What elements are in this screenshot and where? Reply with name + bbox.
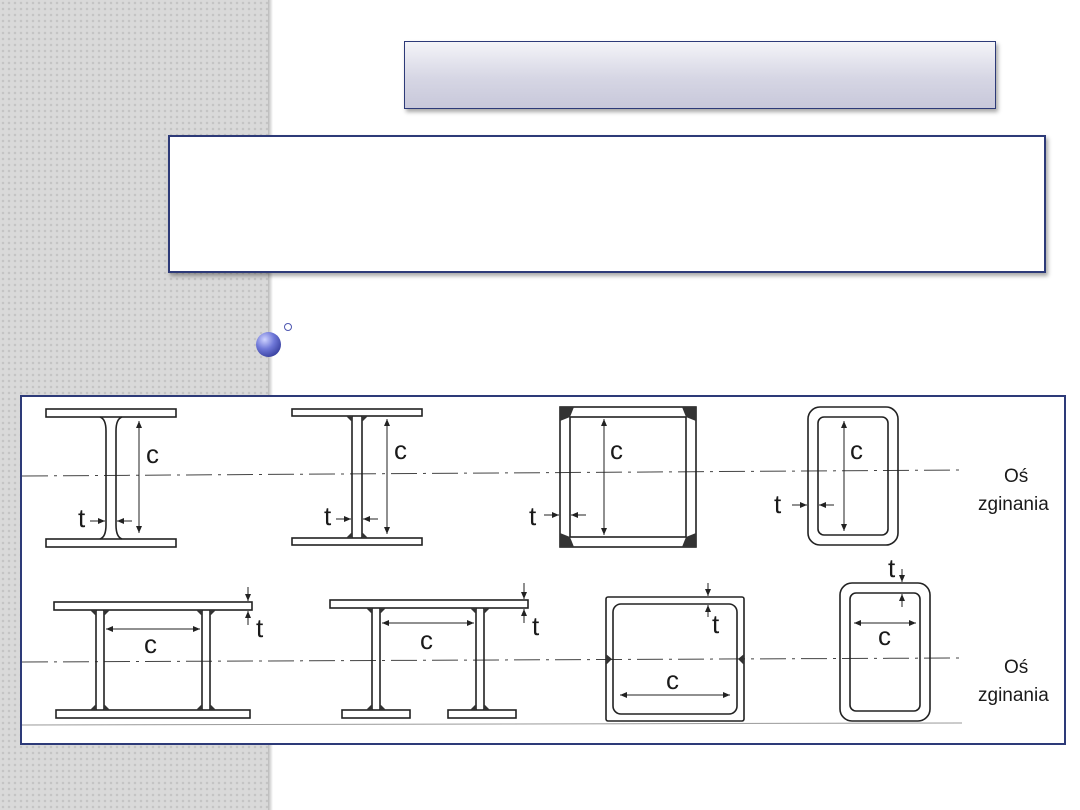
- title-box: [404, 41, 996, 109]
- twin-i-beam-with-top-plate-section: [329, 599, 529, 719]
- bending-axis-label-line1: Oś: [1004, 657, 1028, 678]
- label-t: t: [529, 501, 537, 531]
- welded-square-box-section: [559, 406, 697, 548]
- cross-section-figure: c t c t c t c t Oś zginania: [20, 395, 1066, 745]
- welded-i-beam-section: [291, 408, 423, 546]
- label-t: t: [256, 613, 264, 643]
- label-t: t: [888, 553, 896, 583]
- label-c: c: [850, 435, 863, 465]
- bending-axis-row2: [22, 657, 963, 663]
- label-c: c: [394, 435, 407, 465]
- weld-side-notches: [606, 654, 744, 665]
- label-c: c: [420, 625, 433, 655]
- bending-axis-row1: [22, 469, 963, 477]
- weld-fillets: [366, 608, 490, 710]
- label-t: t: [712, 609, 720, 639]
- label-c: c: [144, 629, 157, 659]
- weld-fillets: [346, 416, 368, 538]
- bending-axis-label-line2: zginania: [978, 494, 1049, 515]
- label-c: c: [878, 621, 891, 651]
- bullet-sphere-icon: [256, 332, 281, 357]
- bending-axis-label-line2: zginania: [978, 685, 1049, 706]
- bending-axis-label-line1: Oś: [1004, 466, 1028, 487]
- label-c: c: [666, 665, 679, 695]
- weld-corners: [560, 407, 696, 547]
- bullet-ring-icon: [284, 323, 292, 331]
- rolled-rectangular-hollow-section: [839, 582, 931, 722]
- label-t: t: [78, 503, 86, 533]
- rolled-i-beam-section: [45, 408, 177, 548]
- label-t: t: [532, 611, 540, 641]
- label-c: c: [610, 435, 623, 465]
- double-web-box-girder-section: [53, 601, 253, 719]
- rolled-rectangular-hollow-section: [807, 406, 899, 546]
- subtitle-box: [168, 135, 1046, 273]
- label-t: t: [774, 489, 782, 519]
- baseline-row2: [22, 722, 963, 726]
- label-t: t: [324, 501, 332, 531]
- weld-fillets: [90, 610, 216, 710]
- label-c: c: [146, 439, 159, 469]
